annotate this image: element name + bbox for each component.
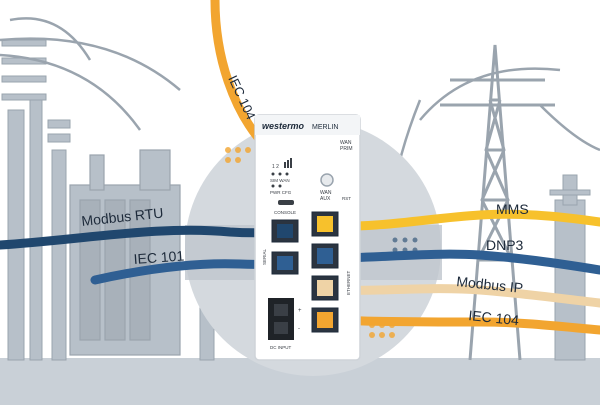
cable-mms [325, 209, 600, 231]
wan-aux-connector [320, 173, 334, 187]
label-mms: MMS [496, 201, 529, 217]
led-panel: 1 2 SIM WAN PWR CFG [270, 158, 292, 195]
dc-minus: - [298, 326, 300, 332]
console-label: CONSOLE [274, 210, 296, 215]
ethernet-label: ETHERNET [346, 270, 351, 295]
left-overhead-wires [0, 17, 181, 131]
label-iec101: IEC 101 [133, 247, 185, 267]
serial-ports [271, 219, 299, 275]
led-numbers: 1 2 [272, 164, 279, 170]
wan-prim-label-2: PRIM [340, 146, 353, 152]
cable-iec104-right [325, 315, 600, 335]
label-modbus-ip: Modbus IP [456, 273, 524, 296]
dc-input-label: DC INPUT [270, 345, 292, 350]
product-name: MERLIN [312, 124, 338, 131]
merlin-device: westermo MERLIN WAN PRIM 1 2 SIM WAN PWR… [254, 114, 361, 361]
right-insulator [549, 174, 591, 361]
led-labels-row1: SIM WAN [270, 178, 290, 183]
wan-aux-label-1: WAN [320, 190, 332, 196]
serial-label: SERIAL [262, 248, 267, 265]
label-dnp3: DNP3 [486, 237, 524, 253]
wan-prim-label-1: WAN [340, 140, 352, 146]
label-iec104-right: IEC 104 [468, 307, 520, 328]
left-insulator-towers [1, 39, 71, 361]
cable-modbus-ip [325, 284, 600, 308]
console-port [278, 200, 294, 205]
dc-plus: + [298, 308, 302, 314]
reset-label: RST [342, 196, 351, 201]
wan-aux-label-2: AUX [320, 196, 331, 202]
ethernet-ports [311, 211, 339, 333]
cable-dnp3 [325, 249, 600, 275]
led-labels-row2: PWR CFG [270, 190, 292, 195]
brand-logo: westermo [262, 121, 305, 131]
